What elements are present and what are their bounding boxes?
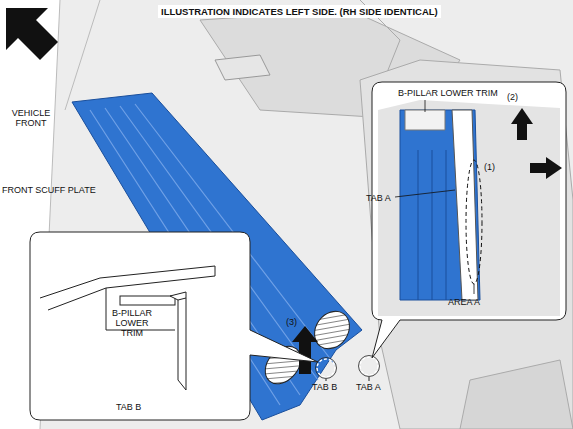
callout-number: (2) <box>507 92 529 102</box>
view-label: TAB B <box>116 402 156 412</box>
part-label: B-PILLAR LOWER TRIM <box>108 308 156 338</box>
part-label: TAB A <box>366 193 396 203</box>
illustration-note: ILLUSTRATION INDICATES LEFT SIDE. (RH SI… <box>158 5 441 18</box>
part-label: TAB B <box>312 382 344 392</box>
callout-number: (3) <box>286 317 308 327</box>
part-label: TAB A <box>356 382 388 392</box>
part-label: FRONT SCUFF PLATE <box>2 185 112 195</box>
part-label: B-PILLAR LOWER TRIM <box>398 88 518 98</box>
direction-label: VEHICLE FRONT <box>6 108 56 128</box>
callout-number: (1) <box>484 162 506 172</box>
area-label: AREA A <box>448 297 498 307</box>
